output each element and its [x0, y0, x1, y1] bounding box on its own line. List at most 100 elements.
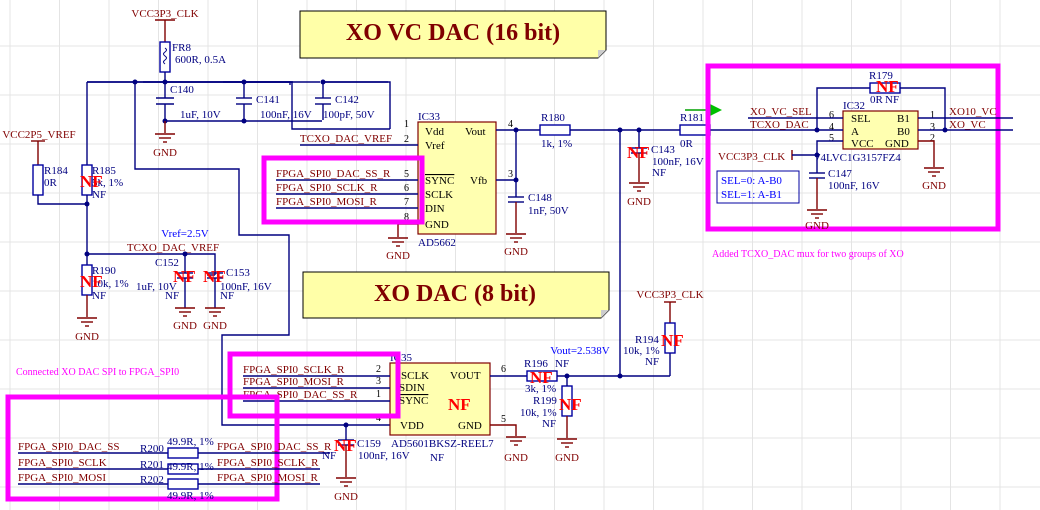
- value-c140: 1uF, 10V: [180, 109, 221, 121]
- nf-mark-c153: NF: [203, 267, 226, 286]
- net-label-tcxo-dac-vref: TCXO_DAC_VREF: [127, 242, 219, 254]
- net-label-gnd: GND: [386, 250, 410, 262]
- nf-mark-c152: NF: [173, 267, 196, 286]
- pin-number: 5: [501, 414, 506, 425]
- pin-number: 6: [829, 110, 834, 121]
- value-r180: 1k, 1%: [541, 138, 572, 150]
- ic35-ad5601[interactable]: [389, 362, 491, 436]
- net-label-vcc2p5-vref: VCC2P5_VREF: [2, 129, 75, 141]
- nf-mark-r199: NF: [559, 395, 582, 414]
- net-label-tcxo-dac-vref: TCXO_DAC_VREF: [300, 133, 392, 145]
- nf-mark-c143: NF: [627, 143, 650, 162]
- value-c153: 100nF, 16V: [220, 281, 272, 293]
- pin-vfb: Vfb: [470, 175, 488, 187]
- resistor-r200[interactable]: [167, 447, 199, 459]
- pin-vout: Vout: [465, 126, 486, 138]
- highlight-mux: [705, 63, 1001, 232]
- highlight-ic33-spi: [261, 155, 425, 225]
- fit-c153: NF: [220, 290, 234, 302]
- pin-vref: Vref: [425, 140, 445, 152]
- pin-number: 1: [404, 119, 409, 130]
- part-ic35: AD5601BKSZ-REEL7: [391, 438, 494, 450]
- value-r181: 0R: [680, 138, 694, 150]
- value-r179: 0R: [870, 94, 884, 106]
- net-label-gnd: GND: [922, 180, 946, 192]
- ref-r190: R190: [92, 265, 116, 277]
- ref-r200: R200: [140, 443, 164, 455]
- ref-r201: R201: [140, 459, 164, 471]
- net-label-gnd: GND: [203, 320, 227, 332]
- pin-number: 2: [930, 133, 935, 144]
- value-c141: 100nF, 16V: [260, 109, 312, 121]
- pin-sclk: SCLK: [401, 370, 429, 382]
- nf-mark-r196: NF: [530, 368, 553, 387]
- pin-number: 6: [501, 364, 506, 375]
- value-c159: 100nF, 16V: [358, 450, 410, 462]
- pin-number: 5: [404, 169, 409, 180]
- ref-c153: C153: [226, 267, 250, 279]
- resistor-r180[interactable]: [539, 124, 571, 136]
- value-fr8: 600R, 0.5A: [175, 54, 226, 66]
- nf-mark-c159: NF: [334, 436, 357, 455]
- probe-marker-icon[interactable]: [708, 103, 722, 117]
- value-c142: 100pF, 50V: [323, 109, 375, 121]
- resistor-r202[interactable]: [167, 478, 199, 490]
- pin-b0: B0: [897, 126, 910, 138]
- pin-din: DIN: [425, 203, 445, 215]
- net-label-gnd: GND: [805, 220, 829, 232]
- net-label-spi-sclk-r: FPGA_SPI0_SCLK_R: [243, 364, 345, 376]
- net-label-spi-ss-r: FPGA_SPI0_DAC_SS_R: [217, 441, 332, 453]
- pin-sync: SYNC: [399, 395, 428, 407]
- value-r199: 10k, 1%: [520, 407, 557, 419]
- resistor-r184[interactable]: [32, 164, 44, 196]
- ref-r179: R179: [869, 70, 893, 82]
- note-mux: Added TCXO_DAC mux for two groups of XO: [712, 249, 904, 260]
- value-r201: 49.9R, 1%: [167, 461, 214, 473]
- net-label-spi-mosi: FPGA_SPI0_MOSI: [18, 472, 106, 484]
- ref-c152: C152: [155, 257, 179, 269]
- net-label-tcxo-dac: TCXO_DAC: [750, 119, 809, 131]
- pin-vcc: VCC: [851, 138, 874, 150]
- net-label-gnd: GND: [504, 452, 528, 464]
- title-note-xo-dac[interactable]: XO DAC (8 bit): [302, 271, 610, 319]
- note-vref: Vref=2.5V: [161, 228, 208, 240]
- net-label-gnd: GND: [173, 320, 197, 332]
- highlight-spi-resistors: [5, 394, 280, 502]
- nf-mark-r185: NF: [80, 172, 103, 191]
- wire-vdd: [223, 81, 390, 130]
- ic33-ad5662[interactable]: [417, 121, 497, 235]
- ferrite-fr8[interactable]: [159, 41, 171, 73]
- title-vc-dac: XO VC DAC (16 bit): [346, 20, 560, 46]
- net-label-spi-mosi-r: FPGA_SPI0_MOSI_R: [243, 376, 345, 388]
- pin-sclk: SCLK: [425, 189, 453, 201]
- value-r190: 10k, 1%: [92, 278, 129, 290]
- pin-a: A: [851, 126, 859, 138]
- ref-c147: C147: [828, 168, 852, 180]
- pin-gnd: GND: [458, 420, 482, 432]
- net-label-vcc3p3-clk: VCC3P3_CLK: [131, 8, 198, 20]
- fit-r179: NF: [885, 94, 899, 106]
- pin-gnd: GND: [885, 138, 909, 150]
- net-label-xo-vc-sel: XO_VC_SEL: [750, 106, 812, 118]
- fit-c143: NF: [652, 167, 666, 179]
- pin-number: 4: [829, 122, 834, 133]
- highlight-ic35-spi: [227, 351, 401, 419]
- value-r184: 0R: [44, 177, 58, 189]
- fit-r190: NF: [92, 290, 106, 302]
- ref-r194: R194: [635, 334, 659, 346]
- ref-r202: R202: [140, 474, 164, 486]
- sel-truth-table: [716, 170, 800, 204]
- nf-mark-r194: NF: [661, 331, 684, 350]
- value-r200: 49.9R, 1%: [167, 436, 214, 448]
- title-note-vc-dac[interactable]: XO VC DAC (16 bit): [299, 10, 607, 59]
- title-xo-dac: XO DAC (8 bit): [374, 281, 536, 307]
- pin-number: 6: [404, 183, 409, 194]
- net-label-spi-ss: FPGA_SPI0_DAC_SS: [18, 441, 119, 453]
- ref-r184: R184: [44, 165, 68, 177]
- value-r196: 3k, 1%: [525, 383, 556, 395]
- pin-number: 2: [404, 134, 409, 145]
- note-sel1: SEL=1: A-B1: [721, 189, 782, 201]
- pin-number: 2: [376, 364, 381, 375]
- value-c148: 1nF, 50V: [528, 205, 569, 217]
- net-label-gnd: GND: [153, 147, 177, 159]
